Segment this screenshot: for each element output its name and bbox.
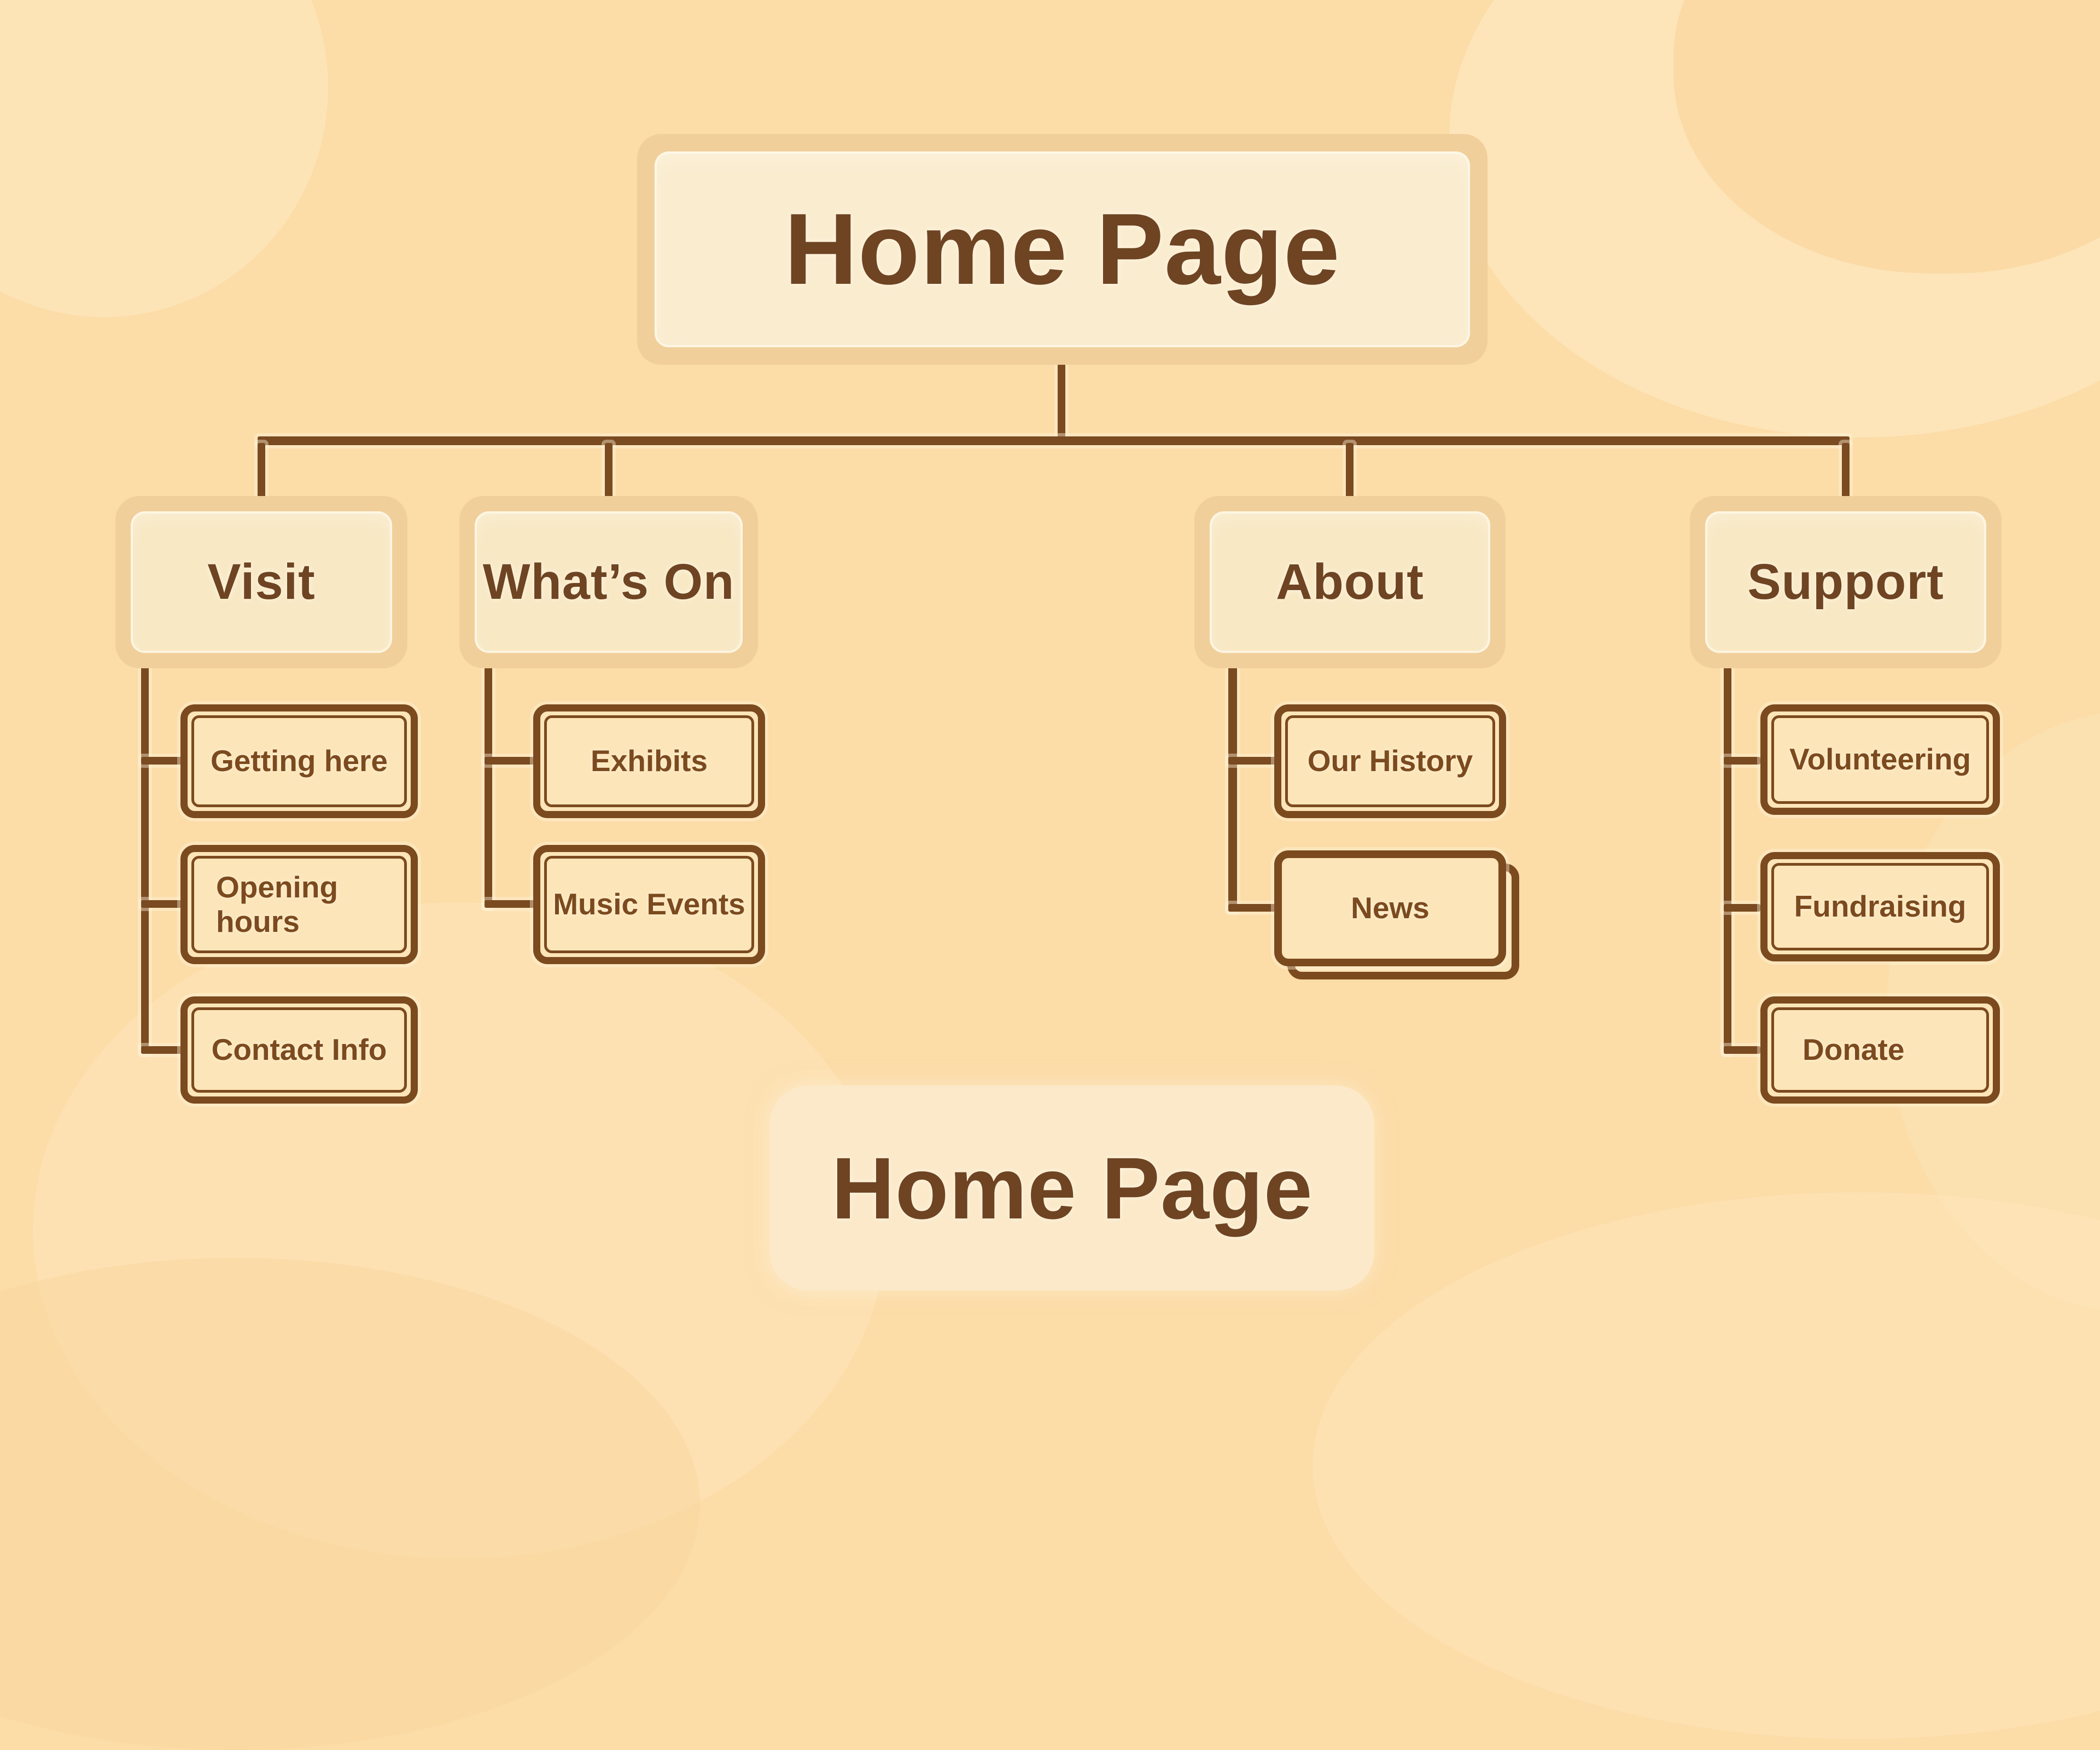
node-whats-on-label: What’s On [482, 554, 735, 610]
leaf-contact-info-label: Contact Info [211, 1032, 387, 1067]
footer-home-page-text: Home Page [831, 1139, 1313, 1237]
background-blob [1449, 0, 2100, 438]
connector-root-stem [1058, 362, 1065, 439]
connector-visit-stub-2 [141, 900, 183, 908]
leaf-getting-here: Getting here [180, 704, 418, 818]
node-support-label: Support [1747, 554, 1944, 610]
node-home-page: Home Page [637, 134, 1488, 365]
leaf-opening-hours: Opening hours [180, 845, 418, 964]
node-home-page-label: Home Page [784, 193, 1340, 306]
background-blob [0, 0, 328, 317]
connector-support-stub-3 [1724, 1046, 1760, 1054]
leaf-getting-here-label: Getting here [211, 744, 388, 778]
leaf-exhibits-label: Exhibits [591, 744, 708, 778]
node-visit-label: Visit [207, 554, 316, 610]
node-about: About [1194, 496, 1506, 668]
connector-support-vertical [1724, 666, 1731, 1054]
node-support: Support [1690, 496, 2002, 668]
leaf-donate: Donate [1760, 996, 2000, 1104]
connector-drop-about [1346, 443, 1354, 498]
connector-drop-whats-on [605, 443, 612, 498]
leaf-volunteering: Volunteering [1760, 704, 2000, 815]
leaf-music-events-label: Music Events [553, 887, 745, 921]
background-blob [1673, 0, 2100, 273]
connector-about-vertical [1228, 666, 1237, 912]
connector-drop-support [1842, 443, 1850, 498]
leaf-opening-hours-label: Opening hours [216, 870, 339, 938]
footer-home-page-label: Home Page [770, 1086, 1374, 1291]
leaf-news-label: News [1351, 891, 1430, 925]
connector-whats-on-stub-2 [485, 900, 535, 908]
connector-main-horizontal [258, 436, 1850, 445]
connector-visit-stub-1 [141, 757, 183, 765]
leaf-our-history: Our History [1274, 704, 1506, 818]
connector-about-stub-1 [1228, 757, 1276, 765]
connector-support-stub-2 [1724, 904, 1760, 912]
leaf-contact-info: Contact Info [180, 996, 418, 1104]
leaf-donate-label: Donate [1802, 1032, 1905, 1067]
connector-support-stub-1 [1724, 757, 1760, 765]
connector-whats-on-vertical [485, 666, 492, 907]
connector-visit-stub-3 [141, 1046, 183, 1054]
node-visit: Visit [115, 496, 407, 668]
connector-whats-on-stub-1 [485, 757, 535, 765]
connector-drop-visit [258, 443, 265, 498]
background-blob [33, 902, 886, 1559]
connector-visit-vertical [141, 666, 149, 1054]
leaf-fundraising-label: Fundraising [1794, 889, 1967, 924]
node-about-label: About [1276, 554, 1424, 610]
background-blob [1312, 1192, 2100, 1739]
leaf-volunteering-label: Volunteering [1789, 742, 1971, 777]
leaf-our-history-label: Our History [1307, 744, 1473, 778]
leaf-fundraising: Fundraising [1760, 852, 2000, 961]
leaf-music-events: Music Events [533, 845, 765, 964]
leaf-exhibits: Exhibits [533, 704, 765, 818]
background-blob [0, 1258, 700, 1750]
leaf-news: News [1274, 850, 1506, 966]
connector-about-stub-2 [1228, 904, 1276, 912]
node-whats-on: What’s On [459, 496, 758, 668]
